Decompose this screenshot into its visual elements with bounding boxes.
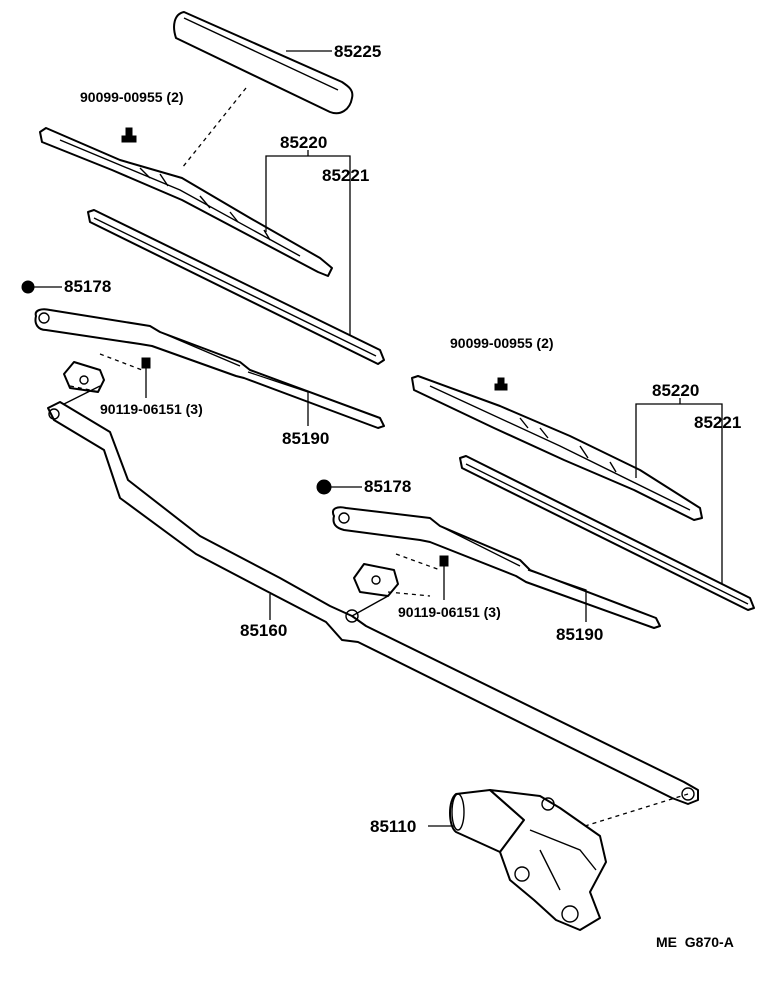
pivot-right	[353, 555, 449, 600]
label-arm-right: 85190	[556, 625, 603, 644]
wiper-arm-left	[34, 308, 385, 429]
wiper-motor	[449, 789, 607, 931]
label-bolt-left: 90119-06151 (3)	[100, 401, 203, 417]
wiper-link-rod	[47, 385, 699, 805]
leader-lines	[247, 50, 723, 827]
label-link-rod: 85160	[240, 621, 287, 640]
nut-left	[21, 280, 35, 294]
label-motor: 85110	[370, 817, 416, 836]
label-blade-left: 85220	[280, 133, 327, 152]
wiper-blade-left	[39, 127, 333, 277]
figure-code: ME G870-A	[656, 934, 734, 950]
pivot-left	[63, 357, 151, 398]
blade-cover-85225	[173, 11, 354, 115]
label-bolt-right: 90119-06151 (3)	[398, 604, 501, 620]
wiper-refill-left	[87, 209, 385, 365]
screw-right	[494, 377, 508, 391]
label-nut-left: 85178	[64, 277, 111, 296]
label-refill-right: 85221	[694, 413, 741, 432]
cover-dashed-leader	[181, 87, 247, 169]
wiper-blade-right	[411, 375, 703, 521]
wiper-arm-right	[332, 506, 661, 629]
label-85225: 85225	[334, 42, 381, 61]
nut-right	[316, 479, 332, 495]
wiper-refill-right	[459, 455, 755, 611]
label-arm-left: 85190	[282, 429, 329, 448]
label-refill-left: 85221	[322, 166, 369, 185]
screw-left	[121, 127, 137, 143]
label-nut-right: 85178	[364, 477, 411, 496]
label-screw-left: 90099-00955 (2)	[80, 89, 184, 105]
label-blade-right: 85220	[652, 381, 699, 400]
label-screw-right: 90099-00955 (2)	[450, 335, 554, 351]
